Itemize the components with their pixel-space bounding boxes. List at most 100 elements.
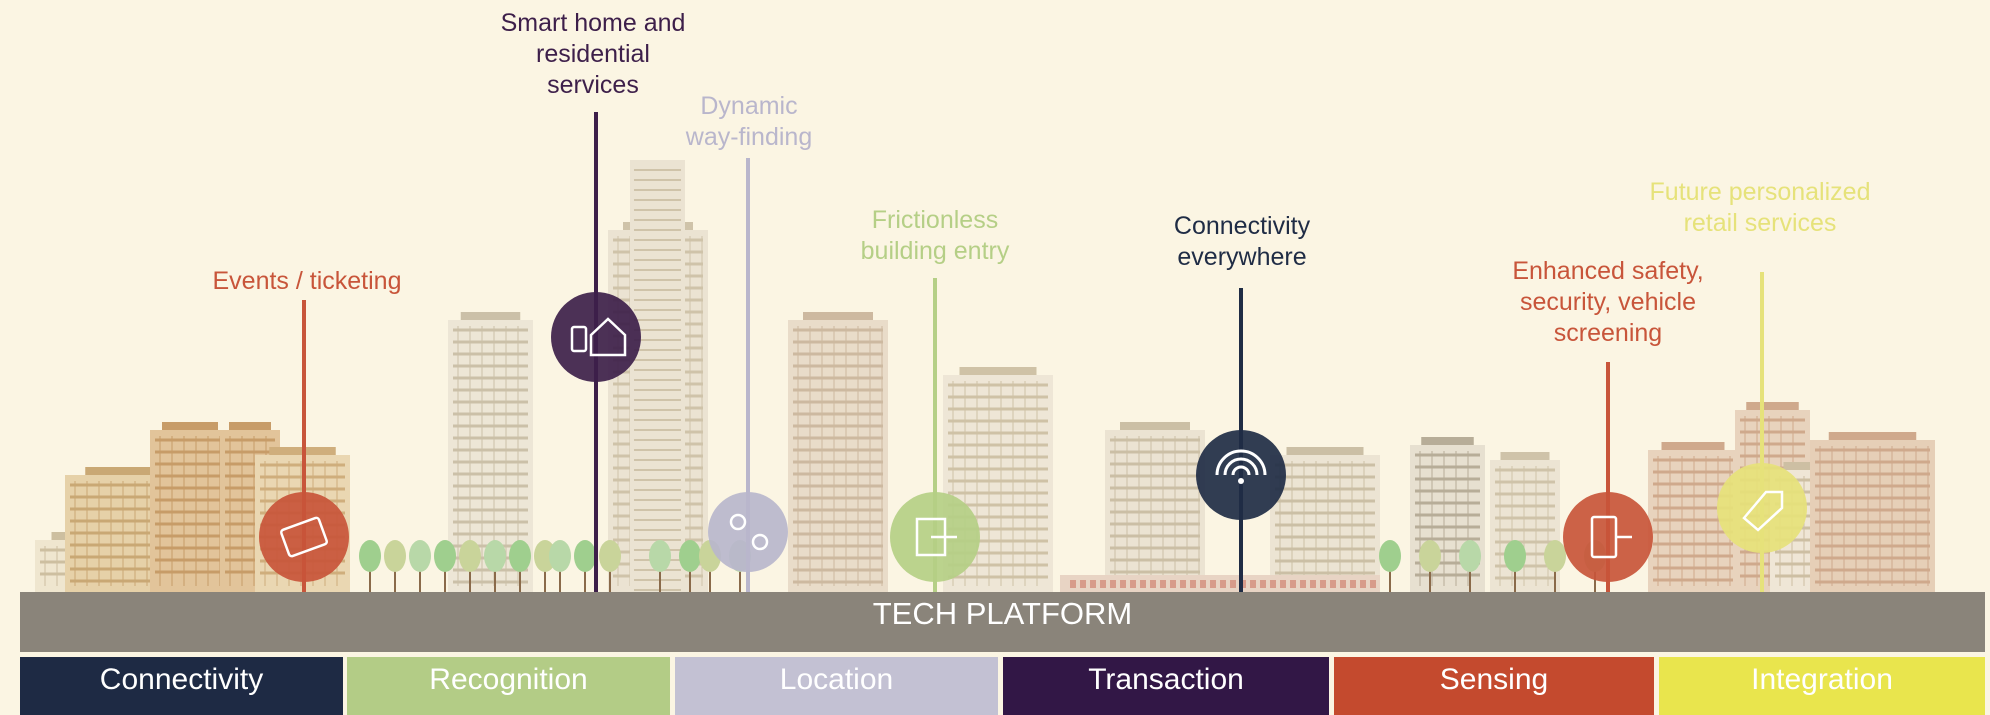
tree-canopy <box>459 540 481 572</box>
plaza-window <box>1340 580 1346 588</box>
trees <box>359 540 1606 592</box>
plaza-window <box>1180 580 1186 588</box>
callout-smart-home-line-1: Smart home and <box>500 9 686 37</box>
tree-canopy <box>649 540 671 572</box>
callout-retail-line-1: Future personalized <box>1649 178 1871 206</box>
tree-canopy <box>409 540 431 572</box>
bar-integration: Integration <box>1659 657 1985 715</box>
building-crown <box>1661 442 1725 450</box>
plaza-window <box>1070 580 1076 588</box>
plaza-window <box>1090 580 1096 588</box>
plaza-window <box>1130 580 1136 588</box>
wifi-icon <box>1196 430 1286 520</box>
skyline-buildings <box>35 160 1935 592</box>
callout-safety-line-1: Enhanced safety, <box>1512 257 1704 285</box>
callout-icons <box>259 292 1807 582</box>
callout-future-retail: Future personalized retail services <box>1650 177 1871 239</box>
plaza-window <box>1210 580 1216 588</box>
building-crown <box>803 312 873 320</box>
tree-canopy <box>359 540 381 572</box>
pin-b <box>751 533 769 551</box>
tree-canopy <box>1379 540 1401 572</box>
callout-frictionless-entry: Frictionless building entry <box>861 205 1010 267</box>
plaza-window <box>1190 580 1196 588</box>
tree-canopy <box>484 540 506 572</box>
ticket-icon <box>259 492 349 582</box>
building <box>1810 440 1935 592</box>
tree-canopy <box>1419 540 1441 572</box>
icon-circle <box>1563 492 1653 582</box>
tree-canopy <box>1544 540 1566 572</box>
plaza-window <box>1120 580 1126 588</box>
plaza-window <box>1150 580 1156 588</box>
icon-circle <box>708 492 788 572</box>
plaza-window <box>1370 580 1376 588</box>
plaza-window <box>1260 580 1266 588</box>
door-entry-icon <box>890 492 980 582</box>
callout-safety-line-3: screening <box>1553 319 1663 347</box>
ticket-shape <box>280 516 328 558</box>
plaza-window <box>1200 580 1206 588</box>
plaza-window <box>1300 580 1306 588</box>
plaza-window <box>1230 580 1236 588</box>
callout-safety-line-2: security, vehicle <box>1520 288 1696 316</box>
callout-smart-home-line-3: services <box>547 71 639 99</box>
building-crown <box>1500 452 1550 460</box>
house-shape <box>589 317 627 357</box>
tech-platform-band: TECH PLATFORM <box>20 592 1985 652</box>
plaza-window <box>1280 580 1286 588</box>
callout-wayfinding-line-1: Dynamic <box>700 92 798 120</box>
plaza-window <box>1350 580 1356 588</box>
callout-entry-line-1: Frictionless <box>871 206 999 234</box>
plaza-window <box>1360 580 1366 588</box>
tree-canopy <box>679 540 701 572</box>
plaza-window <box>1320 580 1326 588</box>
wifi-dot <box>1238 478 1244 484</box>
wifi-arc <box>1223 457 1259 476</box>
tree-canopy <box>574 540 596 572</box>
bar-transaction: Transaction <box>1003 657 1329 715</box>
tree-canopy <box>1504 540 1526 572</box>
tall-tower-top <box>630 160 685 592</box>
icon-circle <box>1196 430 1286 520</box>
wifi-arc <box>1215 449 1267 476</box>
building-crown <box>85 467 180 475</box>
tree-canopy <box>509 540 531 572</box>
bar-connectivity: Connectivity <box>20 657 343 715</box>
building-crown <box>1746 402 1799 410</box>
building-crown <box>1828 432 1917 440</box>
plaza-window <box>1110 580 1116 588</box>
plaza-window <box>1100 580 1106 588</box>
retail-tag-icon <box>1717 463 1807 553</box>
plaza-window <box>1250 580 1256 588</box>
plaza-window <box>1140 580 1146 588</box>
building <box>788 320 888 592</box>
tree-canopy <box>599 540 621 572</box>
plaza-window <box>1290 580 1296 588</box>
plaza-window <box>1220 580 1226 588</box>
tree-canopy <box>434 540 456 572</box>
building-crown <box>1120 422 1190 430</box>
pin-a <box>729 513 747 531</box>
building-crown <box>162 422 218 430</box>
tag-shape <box>1742 490 1784 532</box>
callout-retail-line-2: retail services <box>1683 209 1837 237</box>
plaza-window <box>1170 580 1176 588</box>
building-crown <box>229 422 271 430</box>
tree-canopy <box>1459 540 1481 572</box>
smart-home-icon <box>551 292 641 382</box>
building-crown <box>460 312 521 320</box>
icon-circle <box>1717 463 1807 553</box>
building-crown <box>1421 437 1474 445</box>
bar-sensing: Sensing <box>1334 657 1654 715</box>
callout-connectivity-everywhere: Connectivity everywhere <box>1174 211 1310 273</box>
plaza-window <box>1160 580 1166 588</box>
callout-connectivity-line-2: everywhere <box>1177 243 1307 271</box>
bar-location: Location <box>675 657 998 715</box>
building-crown <box>1286 447 1364 455</box>
tree-canopy <box>549 540 571 572</box>
plaza-window <box>1080 580 1086 588</box>
icon-circle <box>551 292 641 382</box>
tree-canopy <box>384 540 406 572</box>
